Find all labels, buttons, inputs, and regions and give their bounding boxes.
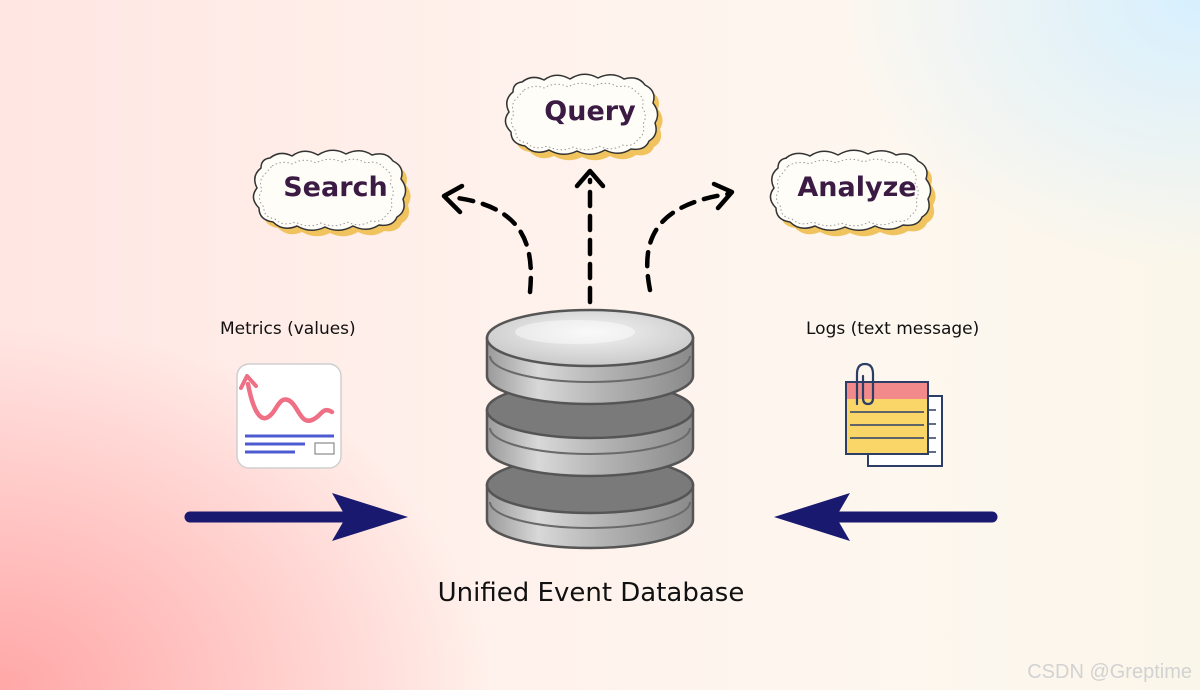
dashed-arrow-search (441, 183, 534, 295)
search-label: Search (283, 172, 388, 203)
database-title: Unified Event Database (437, 578, 745, 608)
metrics-chart-icon (236, 363, 342, 469)
query-cloud (504, 73, 663, 161)
watermark: CSDN @Greptime (1027, 661, 1192, 683)
search-cloud (252, 149, 411, 237)
logs-note-icon (845, 362, 943, 467)
logs-input-arrow (774, 493, 998, 541)
metrics-caption: Metrics (values) (220, 319, 356, 339)
database-icon (485, 308, 695, 550)
dashed-arrow-query (574, 168, 606, 305)
query-label: Query (544, 96, 636, 127)
logs-caption: Logs (text message) (806, 319, 980, 339)
dashed-arrow-analyze (645, 181, 735, 293)
analyze-label: Analyze (797, 172, 917, 203)
analyze-cloud (769, 149, 936, 237)
metrics-input-arrow (184, 493, 408, 541)
